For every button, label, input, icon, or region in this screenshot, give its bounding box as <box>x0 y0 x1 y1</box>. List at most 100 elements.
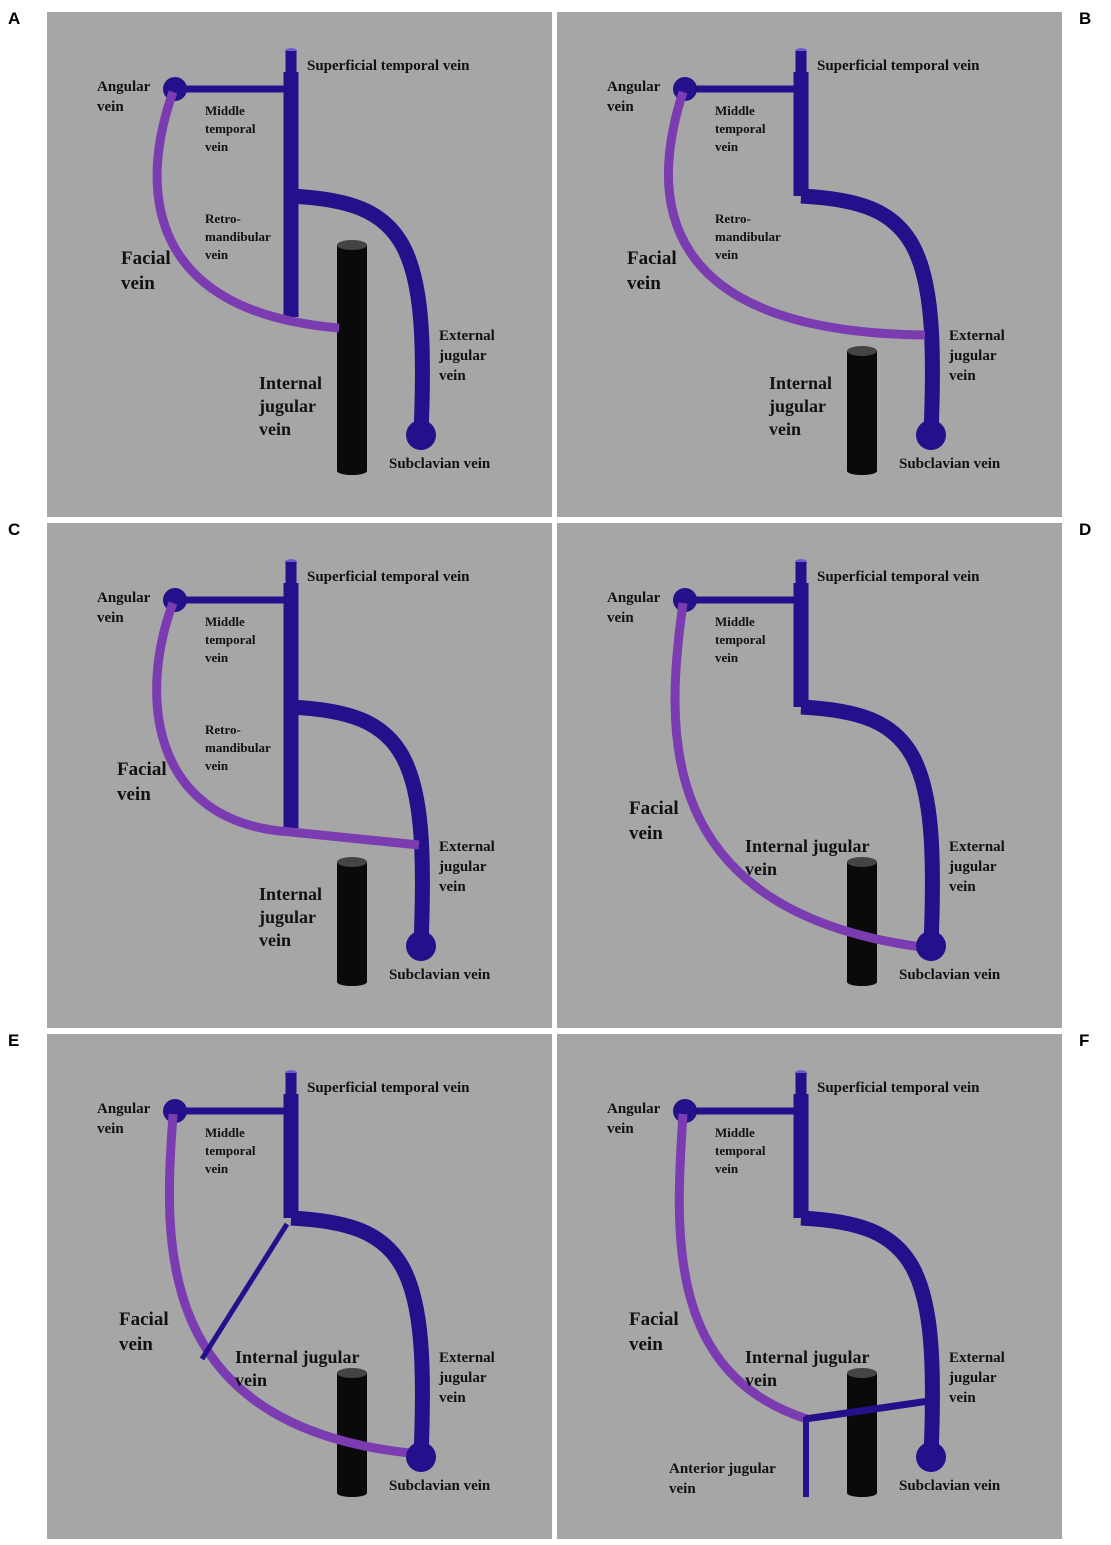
external-jugular-vein-label-line-1: External <box>949 1350 1005 1366</box>
superficial-temporal-vein-label: Superficial temporal vein <box>817 58 980 74</box>
internal-jugular-vein-label-line-3: vein <box>259 419 291 439</box>
internal-jugular-vein-top <box>337 1368 367 1378</box>
internal-jugular-vein-label-line-1: Internal jugular <box>745 836 870 856</box>
facial-vein-label-line-1: Facial <box>627 248 677 269</box>
external-jugular-vein-label-line-3: vein <box>439 368 466 384</box>
internal-jugular-vein-label-line-1: Internal jugular <box>745 1347 870 1367</box>
facial-vein-label-line-1: Facial <box>629 798 679 819</box>
internal-jugular-vein-top <box>337 240 367 250</box>
retromandibular-vein-label-line-3: vein <box>205 758 229 773</box>
angular-vein-label-line-2: vein <box>97 610 124 626</box>
subclavian-vein-node <box>916 420 946 450</box>
external-jugular-vein-label-line-1: External <box>439 1350 495 1366</box>
middle-temporal-vein-label-line-2: temporal <box>715 632 766 647</box>
retromandibular-vein-label-line-1: Retro- <box>205 722 241 737</box>
superficial-temporal-vein-label: Superficial temporal vein <box>817 1080 980 1096</box>
facial-vein <box>674 1113 809 1424</box>
panel-c: FacialveinInternaljugularveinSuperficial… <box>47 523 552 1028</box>
internal-jugular-vein-top <box>847 857 877 867</box>
panel-background <box>47 1034 552 1539</box>
external-jugular-vein-label-line-3: vein <box>949 1390 976 1406</box>
retromandibular-vein-label-line-1: Retro- <box>205 211 241 226</box>
facial-vein-label-line-2: vein <box>121 273 155 294</box>
angular-vein-label-line-1: Angular <box>97 590 151 606</box>
facial-vein <box>664 90 926 340</box>
panel-letter-b: B <box>1079 9 1091 28</box>
retromandibular-vein-label-line-2: mandibular <box>715 229 781 244</box>
superficial-temporal-vein-label: Superficial temporal vein <box>307 1080 470 1096</box>
middle-temporal-vein-label-line-1: Middle <box>205 1125 245 1140</box>
superficial-temporal-vein-label: Superficial temporal vein <box>307 58 470 74</box>
subclavian-vein-node <box>406 420 436 450</box>
external-jugular-vein-label-line-1: External <box>439 328 495 344</box>
angular-vein-label-line-2: vein <box>607 1121 634 1137</box>
angular-vein-label-line-1: Angular <box>607 590 661 606</box>
facial-vein-label-line-2: vein <box>119 1334 153 1355</box>
facial-vein-label-line-2: vein <box>627 273 661 294</box>
angular-vein-label-line-1: Angular <box>607 79 661 95</box>
internal-jugular-vein-label-line-2: jugular <box>258 396 316 416</box>
panel-b: FacialveinInternaljugularveinSuperficial… <box>557 12 1062 517</box>
anterior-jugular-vein-label-line-2: vein <box>669 1481 696 1497</box>
external-jugular-vein-label-line-2: jugular <box>438 348 487 364</box>
internal-jugular-vein-label-line-1: Internal <box>259 884 322 904</box>
external-jugular-vein-label-line-1: External <box>949 839 1005 855</box>
angular-vein-label-line-1: Angular <box>607 1101 661 1117</box>
middle-temporal-vein-label-line-3: vein <box>205 650 229 665</box>
subclavian-vein-node <box>406 931 436 961</box>
panel-background <box>557 523 1062 1028</box>
internal-jugular-vein-base <box>337 978 367 986</box>
internal-jugular-vein-label-line-2: jugular <box>768 396 826 416</box>
internal-jugular-vein-body <box>337 1373 367 1493</box>
internal-jugular-vein-base <box>847 1489 877 1497</box>
facial-vein-label-line-1: Facial <box>121 248 171 269</box>
external-jugular-vein <box>290 699 430 946</box>
external-jugular-vein <box>800 1210 940 1457</box>
external-jugular-vein <box>290 1210 430 1457</box>
middle-temporal-vein-label-line-3: vein <box>205 139 229 154</box>
angular-vein-label-line-2: vein <box>607 610 634 626</box>
internal-jugular-vein-top <box>337 857 367 867</box>
external-jugular-vein-label-line-3: vein <box>949 879 976 895</box>
external-jugular-vein-label-line-1: External <box>949 328 1005 344</box>
facial-vein-label-line-2: vein <box>629 1334 663 1355</box>
middle-temporal-vein-label-line-3: vein <box>205 1161 229 1176</box>
external-jugular-vein <box>800 699 940 946</box>
angular-vein-label-line-1: Angular <box>97 1101 151 1117</box>
external-jugular-vein-label-line-1: External <box>439 839 495 855</box>
internal-jugular-vein-label-line-2: vein <box>745 1370 777 1390</box>
internal-jugular-vein-label-line-1: Internal <box>259 373 322 393</box>
subclavian-vein-label: Subclavian vein <box>389 1478 491 1494</box>
internal-jugular-vein-top <box>847 346 877 356</box>
subclavian-vein-label: Subclavian vein <box>899 1478 1001 1494</box>
facial-vein-label-line-2: vein <box>629 823 663 844</box>
retromandibular-vein-label-line-1: Retro- <box>715 211 751 226</box>
internal-jugular-vein-label-line-1: Internal <box>769 373 832 393</box>
subclavian-vein-node <box>916 931 946 961</box>
middle-temporal-vein-label-line-1: Middle <box>715 1125 755 1140</box>
external-jugular-vein-label-line-3: vein <box>439 879 466 895</box>
external-jugular-vein <box>290 188 430 435</box>
middle-temporal-vein-label-line-2: temporal <box>715 1143 766 1158</box>
facial-communicating-branch <box>804 1397 930 1423</box>
retromandibular-branch <box>199 1222 290 1361</box>
internal-jugular-vein-body <box>337 862 367 982</box>
panel-letter-c: C <box>8 520 20 539</box>
panel-letter-f: F <box>1079 1031 1089 1050</box>
middle-temporal-vein-label-line-1: Middle <box>205 614 245 629</box>
middle-temporal-vein-label-line-2: temporal <box>205 121 256 136</box>
facial-vein-label-line-1: Facial <box>117 759 167 780</box>
angular-vein-label-line-2: vein <box>97 99 124 115</box>
internal-jugular-vein-body <box>847 862 877 982</box>
facial-vein-label-line-1: Facial <box>629 1309 679 1330</box>
middle-temporal-vein-label-line-2: temporal <box>205 1143 256 1158</box>
subclavian-vein-label: Subclavian vein <box>899 456 1001 472</box>
external-jugular-vein <box>800 188 940 435</box>
internal-jugular-vein-label-line-1: Internal jugular <box>235 1347 360 1367</box>
middle-temporal-vein-label-line-1: Middle <box>715 103 755 118</box>
middle-temporal-vein-label-line-3: vein <box>715 1161 739 1176</box>
facial-vein-label-line-1: Facial <box>119 1309 169 1330</box>
